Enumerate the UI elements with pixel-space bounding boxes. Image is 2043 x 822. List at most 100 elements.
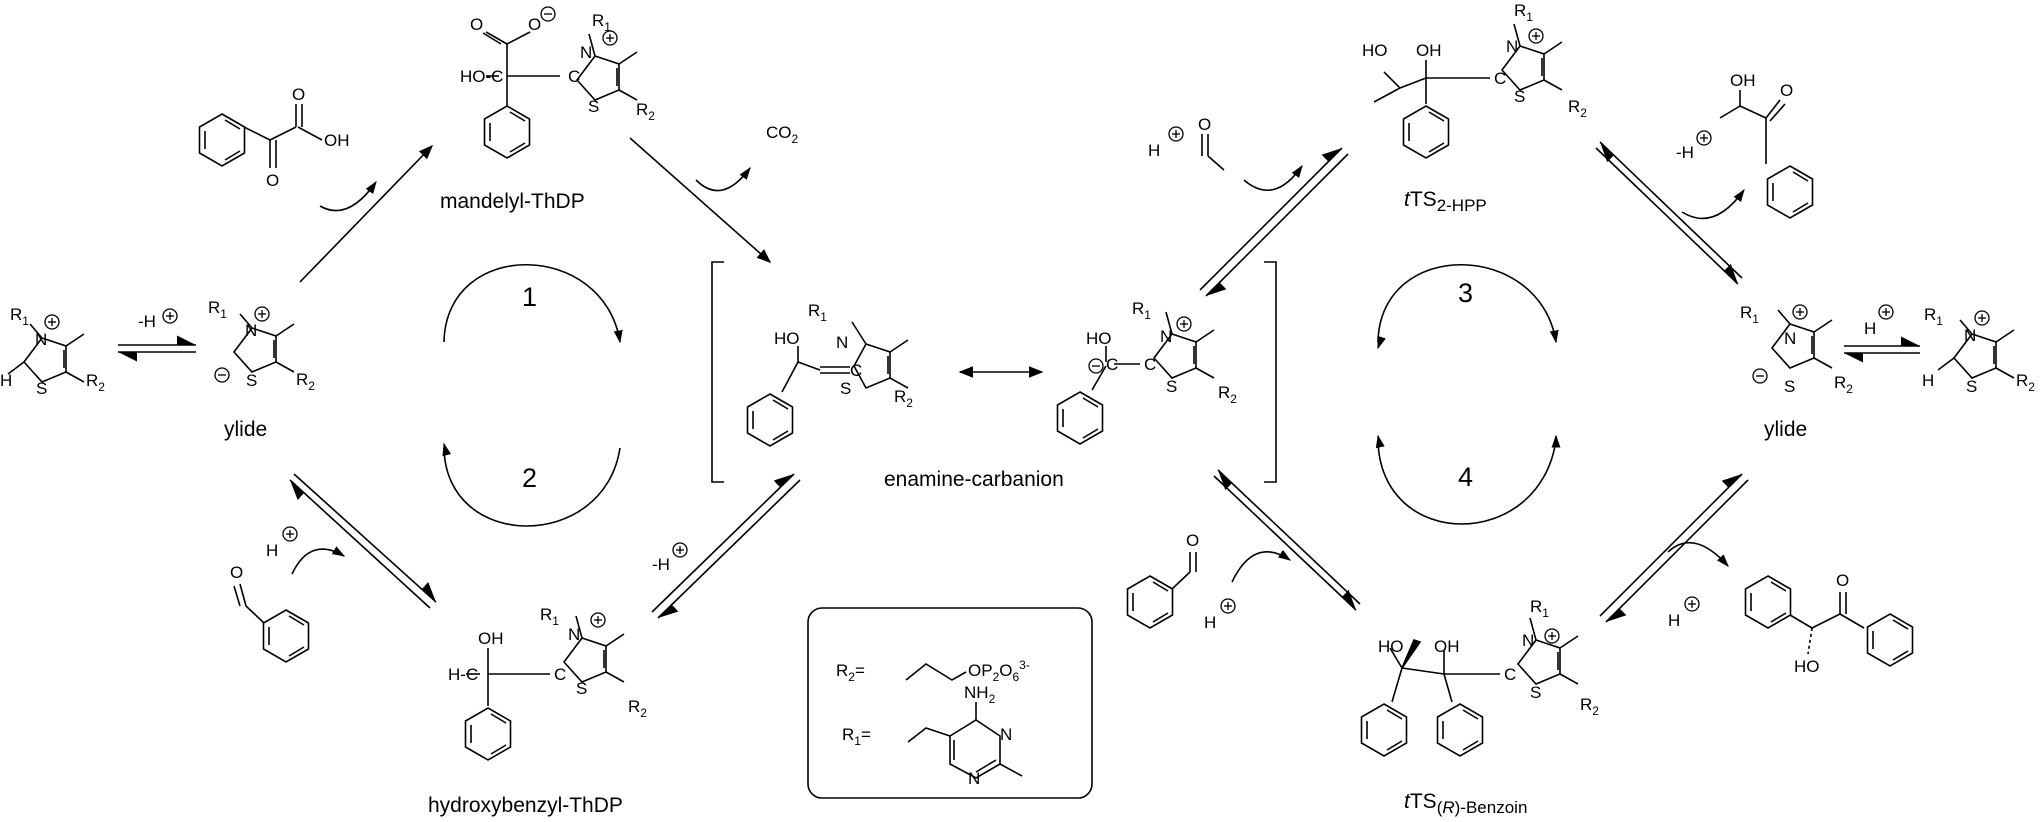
atom-o: O xyxy=(230,563,243,582)
atom-n: N xyxy=(1784,329,1796,348)
atom-hoc: HO-C xyxy=(460,67,503,86)
thiazolium-right xyxy=(1937,319,2015,379)
hydroxybenzyl-thdp-structure xyxy=(464,615,625,761)
atom-s: S xyxy=(588,97,599,116)
r1-label: R1 xyxy=(1740,303,1759,326)
n-r1-bond xyxy=(29,323,43,339)
curved-arrow xyxy=(1243,164,1303,191)
plus-charge-icon xyxy=(282,526,298,542)
r2-label: R2 xyxy=(1580,695,1599,718)
h-label: H xyxy=(266,541,278,560)
atom-o: O xyxy=(1186,531,1199,550)
atom-c: C xyxy=(554,665,566,684)
reaction-arrow xyxy=(629,137,772,263)
plus-charge-icon xyxy=(1176,316,1192,332)
atom-oh: HO xyxy=(774,329,800,348)
curved-arrow xyxy=(1231,549,1292,583)
plus-charge-icon xyxy=(672,542,688,558)
h-label: H xyxy=(1204,613,1216,632)
plus-charge-icon xyxy=(44,314,60,330)
enamine-carbanion-label: enamine-carbanion xyxy=(884,468,1064,491)
curved-arrow xyxy=(291,546,346,575)
atom-n: N xyxy=(580,43,592,62)
atom-oh: OH xyxy=(1416,41,1442,60)
r1-label: R1 xyxy=(540,605,559,628)
atom-c: C xyxy=(1144,355,1156,374)
atom-s: S xyxy=(1530,683,1541,702)
mandelyl-thdp-structure xyxy=(482,31,638,159)
atom-o: O xyxy=(1780,81,1793,100)
h-label: H xyxy=(1668,611,1680,630)
plus-charge-icon xyxy=(1168,126,1184,142)
cycle-number-3: 3 xyxy=(1458,278,1473,308)
cycle-arrow-2 xyxy=(443,447,621,527)
r2-label: R2 xyxy=(894,387,913,410)
ylide-right-structure xyxy=(1771,309,1833,369)
atom-s: S xyxy=(246,371,257,390)
plus-charge-icon xyxy=(1220,598,1236,614)
legend-r2-chain xyxy=(905,663,967,681)
atom-s: S xyxy=(1966,377,1977,396)
equilibrium-back-arrow xyxy=(1205,153,1349,297)
equilibrium-forward-arrow xyxy=(293,473,437,603)
tts-benzoin-structure xyxy=(1360,617,1579,757)
curved-arrow xyxy=(319,180,377,212)
atom-n: N xyxy=(568,625,580,644)
tts-benzoin-label: tTS(R)-Benzoin xyxy=(1404,790,1527,817)
atom-n: N xyxy=(35,330,47,349)
r2-label: R2 xyxy=(86,371,105,394)
ylide-right-label: ylide xyxy=(1764,418,1807,441)
r2-label: R2 xyxy=(1218,383,1237,406)
r2-label: R2 xyxy=(2016,371,2035,394)
equilibrium-back-arrow xyxy=(289,479,431,609)
r1-label: R1 xyxy=(1514,1,1533,24)
equilibrium-back-arrow xyxy=(1217,469,1361,605)
legend-box xyxy=(807,607,1093,799)
ylide-left-label: ylide xyxy=(224,418,267,441)
hydroxybenzyl-thdp-label: hydroxybenzyl-ThDP xyxy=(428,794,623,817)
cycle-number-2: 2 xyxy=(522,463,537,493)
plus-charge-icon xyxy=(590,612,606,628)
atom-c: C xyxy=(568,67,580,86)
cycle-arrow-3 xyxy=(1377,263,1559,344)
reaction-arrow xyxy=(299,144,434,283)
tts-2hpp-label: tTS2-HPP xyxy=(1404,188,1487,215)
benzaldehyde-molecule xyxy=(1126,552,1197,629)
plus-charge-icon xyxy=(254,306,270,322)
curved-arrow xyxy=(1681,188,1745,220)
plus-charge-icon xyxy=(1696,130,1712,146)
h-label: H xyxy=(1864,319,1876,338)
atom-oh: OH xyxy=(478,629,504,648)
r1-label: R1 xyxy=(208,298,227,321)
atom-h: H xyxy=(1922,371,1934,390)
equilibrium-back-arrow xyxy=(1605,479,1749,623)
atom-c: C xyxy=(850,361,862,380)
atom-s: S xyxy=(1514,87,1525,106)
atom-n: N xyxy=(1964,326,1976,345)
curved-arrow xyxy=(695,166,751,192)
bracket-left xyxy=(711,261,724,483)
r2-label: R2 xyxy=(628,697,647,720)
plus-charge-icon xyxy=(1974,310,1990,326)
plus-charge-icon xyxy=(1544,628,1560,644)
equilibrium-forward-arrow xyxy=(1595,147,1739,285)
r1-label: R1 xyxy=(10,305,29,328)
atom-s: S xyxy=(1784,377,1795,396)
equilibrium-forward-arrow xyxy=(651,473,795,613)
atom-c: C xyxy=(1494,69,1506,88)
atom-n: N xyxy=(836,333,848,352)
minus-h-label: -H xyxy=(1676,143,1694,162)
co2-label: CO2 xyxy=(766,123,799,146)
atom-o: O xyxy=(1836,571,1849,590)
cycle-arrowhead-4 xyxy=(1375,434,1385,449)
legend-pyrimidine-n: N xyxy=(968,769,980,788)
atom-ho: HO xyxy=(1794,657,1820,676)
minus-charge-icon xyxy=(1088,358,1104,374)
r2-label: R2 xyxy=(296,370,315,393)
cycle-arrowhead-3 xyxy=(1377,335,1386,350)
minus-h-label: -H xyxy=(652,555,670,574)
thiazolium-left xyxy=(7,323,85,383)
cycle-number-4: 4 xyxy=(1458,462,1473,492)
legend-pyrimidine-n: N xyxy=(1000,725,1012,744)
